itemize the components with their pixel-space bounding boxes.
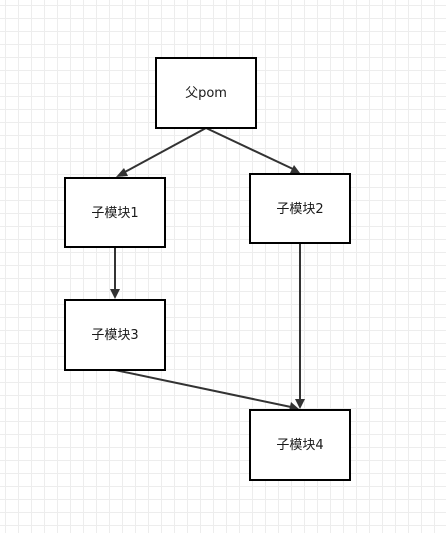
arrowhead (110, 289, 120, 299)
arrowhead (290, 165, 300, 173)
node-box (64, 177, 166, 248)
edge-child3-to-child4 (114, 369, 299, 411)
node-box (64, 299, 166, 371)
arrowhead (116, 168, 128, 177)
node-parent-pom[interactable]: 父pom (155, 57, 257, 129)
node-child-module-1[interactable]: 子模块1 (64, 177, 166, 248)
node-box (249, 173, 351, 244)
node-child-module-2[interactable]: 子模块2 (249, 173, 351, 244)
edge-child2-to-child4 (295, 243, 305, 409)
node-child-module-3[interactable]: 子模块3 (64, 299, 166, 371)
edges (110, 127, 305, 411)
node-label: 父pom (185, 86, 227, 101)
node-child-module-4[interactable]: 子模块4 (249, 409, 351, 481)
node-label: 子模块4 (276, 438, 323, 453)
edge-parent-to-child1 (116, 127, 207, 177)
arrowhead (295, 399, 305, 409)
node-label: 子模块3 (91, 328, 138, 343)
edge-parent-to-child2 (205, 127, 300, 173)
node-box (155, 57, 257, 129)
node-label: 子模块2 (276, 202, 323, 217)
arrowhead (289, 402, 299, 411)
node-box (249, 409, 351, 481)
node-label: 子模块1 (91, 206, 138, 221)
edge-child1-to-child3 (110, 247, 120, 299)
